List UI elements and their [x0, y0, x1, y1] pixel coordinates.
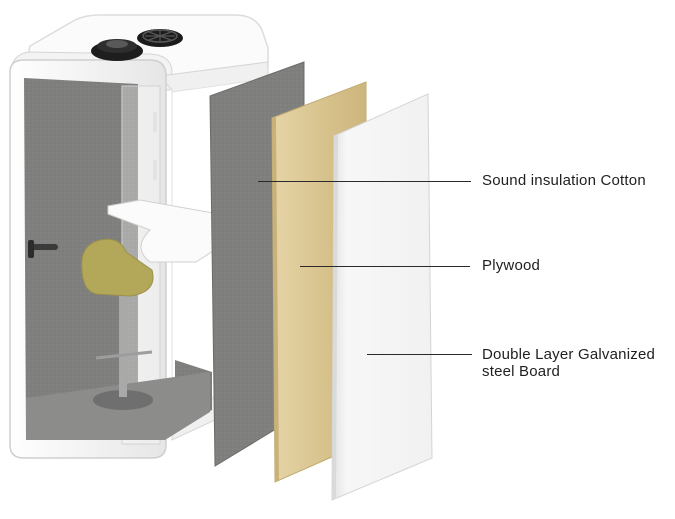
steel-panel-edge: [332, 134, 338, 500]
label-galvanized-steel-line2: steel Board: [482, 363, 561, 380]
door-handle-icon: [28, 240, 58, 258]
ceiling-light-icon: [91, 39, 143, 61]
plywood-edge: [272, 116, 279, 482]
leader-line-insulation: [258, 181, 471, 182]
steel-panel: [331, 93, 433, 501]
stool-seat: [81, 238, 154, 297]
label-galvanized-steel: Double Layer Galvanized steel Board: [482, 346, 655, 380]
door-hinge: [153, 112, 157, 132]
label-plywood: Plywood: [482, 257, 541, 274]
label-sound-insulation: Sound insulation Cotton: [482, 172, 646, 189]
door-hinge: [153, 160, 157, 180]
stool-footrest: [95, 350, 153, 360]
booth-interior-felt: [24, 78, 138, 440]
stool-base: [93, 390, 153, 410]
ventilation-fan-icon: [137, 29, 183, 47]
stool-pole: [119, 285, 127, 397]
leader-line-plywood: [300, 266, 470, 267]
leader-line-steel: [367, 354, 472, 355]
bar-stool: [81, 238, 154, 410]
label-galvanized-steel-line1: Double Layer Galvanized: [482, 346, 656, 363]
